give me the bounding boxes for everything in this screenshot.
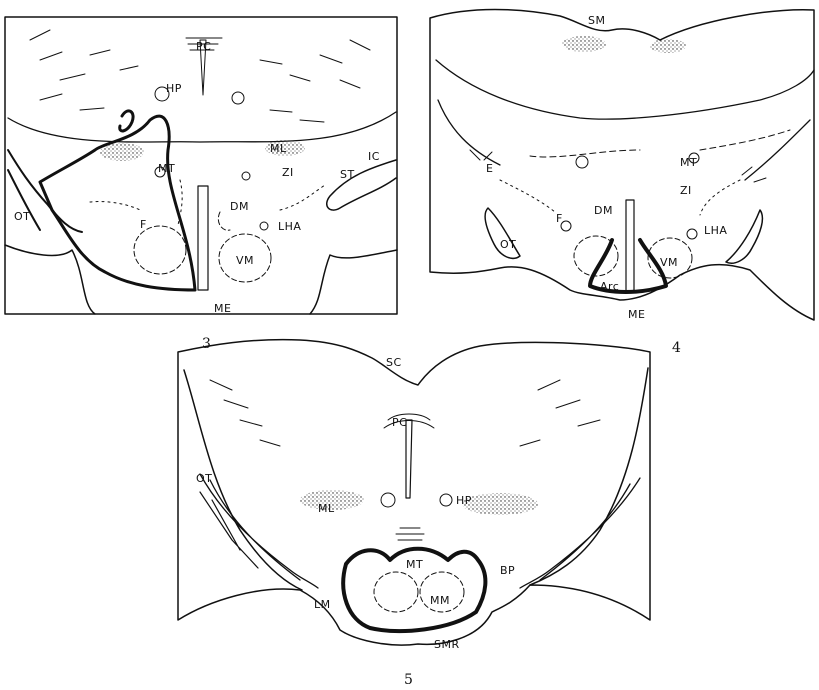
label-vm: VM bbox=[236, 254, 254, 267]
label-zi: ZI bbox=[282, 166, 294, 179]
label-mt-5: MT bbox=[406, 558, 423, 571]
label-dm-4: DM bbox=[594, 204, 613, 217]
label-e: E bbox=[486, 162, 493, 175]
label-ml: ML bbox=[270, 142, 287, 155]
label-sm: SM bbox=[588, 14, 605, 27]
label-ot-4: OT bbox=[500, 238, 516, 251]
label-zi-4: ZI bbox=[680, 184, 692, 197]
panel-5-outline bbox=[178, 340, 650, 645]
panel-5: SC PC OT ML HP MT BP LM MM SMR 5 bbox=[178, 340, 650, 688]
panel-4: SM E MT ZI DM F OT LHA VM Arc ME 4 bbox=[430, 10, 814, 357]
label-hp-5: HP bbox=[456, 494, 472, 507]
label-lha: LHA bbox=[278, 220, 301, 233]
figure-number-4: 4 bbox=[672, 340, 681, 356]
figure-number-3: 3 bbox=[202, 336, 211, 352]
label-ot-5: OT bbox=[196, 472, 212, 485]
label-mt-4: MT bbox=[680, 156, 697, 169]
panel-3: PC HP MT ML ZI ST IC OT F DM LHA VM ME 3 bbox=[5, 17, 397, 352]
figure-number-5: 5 bbox=[404, 672, 413, 688]
label-ml-5: ML bbox=[318, 502, 335, 515]
label-bp: BP bbox=[500, 564, 515, 577]
label-sc: SC bbox=[386, 356, 402, 369]
label-ic: IC bbox=[368, 150, 380, 163]
label-pc: PC bbox=[196, 40, 211, 53]
label-f: F bbox=[140, 218, 147, 231]
label-ot: OT bbox=[14, 210, 30, 223]
label-lm: LM bbox=[314, 598, 331, 611]
label-mt: MT bbox=[158, 162, 175, 175]
label-smr: SMR bbox=[434, 638, 460, 651]
label-arc: Arc bbox=[600, 280, 619, 293]
label-me-4: ME bbox=[628, 308, 645, 321]
label-pc-5: PC bbox=[392, 416, 407, 429]
label-hp: HP bbox=[166, 82, 182, 95]
label-st: ST bbox=[340, 168, 355, 181]
label-lha-4: LHA bbox=[704, 224, 727, 237]
label-f-4: F bbox=[556, 212, 563, 225]
label-dm: DM bbox=[230, 200, 249, 213]
label-vm-4: VM bbox=[660, 256, 678, 269]
label-mm: MM bbox=[430, 594, 450, 607]
label-me: ME bbox=[214, 302, 231, 315]
